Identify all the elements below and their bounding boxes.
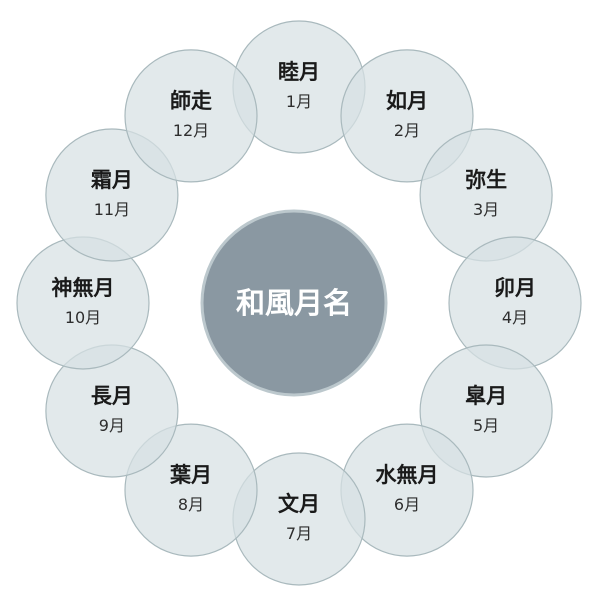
month-name-label: 睦月: [278, 59, 320, 84]
month-number-label: 6月: [394, 495, 420, 514]
month-number-label: 4月: [502, 308, 528, 327]
month-name-label: 皐月: [465, 383, 507, 408]
month-name-label: 葉月: [169, 462, 212, 487]
month-name-label: 卯月: [494, 275, 536, 300]
month-name-label: 弥生: [465, 167, 507, 192]
center-title: 和風月名: [236, 286, 352, 320]
month-number-label: 8月: [178, 495, 204, 514]
month-number-label: 2月: [394, 121, 420, 140]
center-node: 和風月名: [200, 209, 388, 397]
month-circle: [124, 49, 258, 183]
month-number-label: 1月: [286, 92, 312, 111]
month-number-label: 10月: [65, 308, 101, 327]
month-name-label: 霜月: [91, 167, 133, 192]
month-name-label: 如月: [386, 88, 428, 113]
month-name-label: 長月: [91, 383, 133, 408]
month-name-label: 水無月: [376, 462, 439, 487]
month-name-label: 文月: [278, 491, 320, 516]
month-number-label: 3月: [473, 200, 499, 219]
month-number-label: 9月: [99, 416, 125, 435]
month-number-label: 5月: [473, 416, 499, 435]
month-number-label: 7月: [286, 524, 312, 543]
month-circles-layer: [16, 20, 582, 586]
center-circle: [200, 209, 388, 397]
month-number-label: 12月: [173, 121, 209, 140]
month-name-label: 神無月: [52, 275, 115, 300]
month-number-label: 11月: [94, 200, 130, 219]
month-name-label: 師走: [170, 88, 212, 113]
